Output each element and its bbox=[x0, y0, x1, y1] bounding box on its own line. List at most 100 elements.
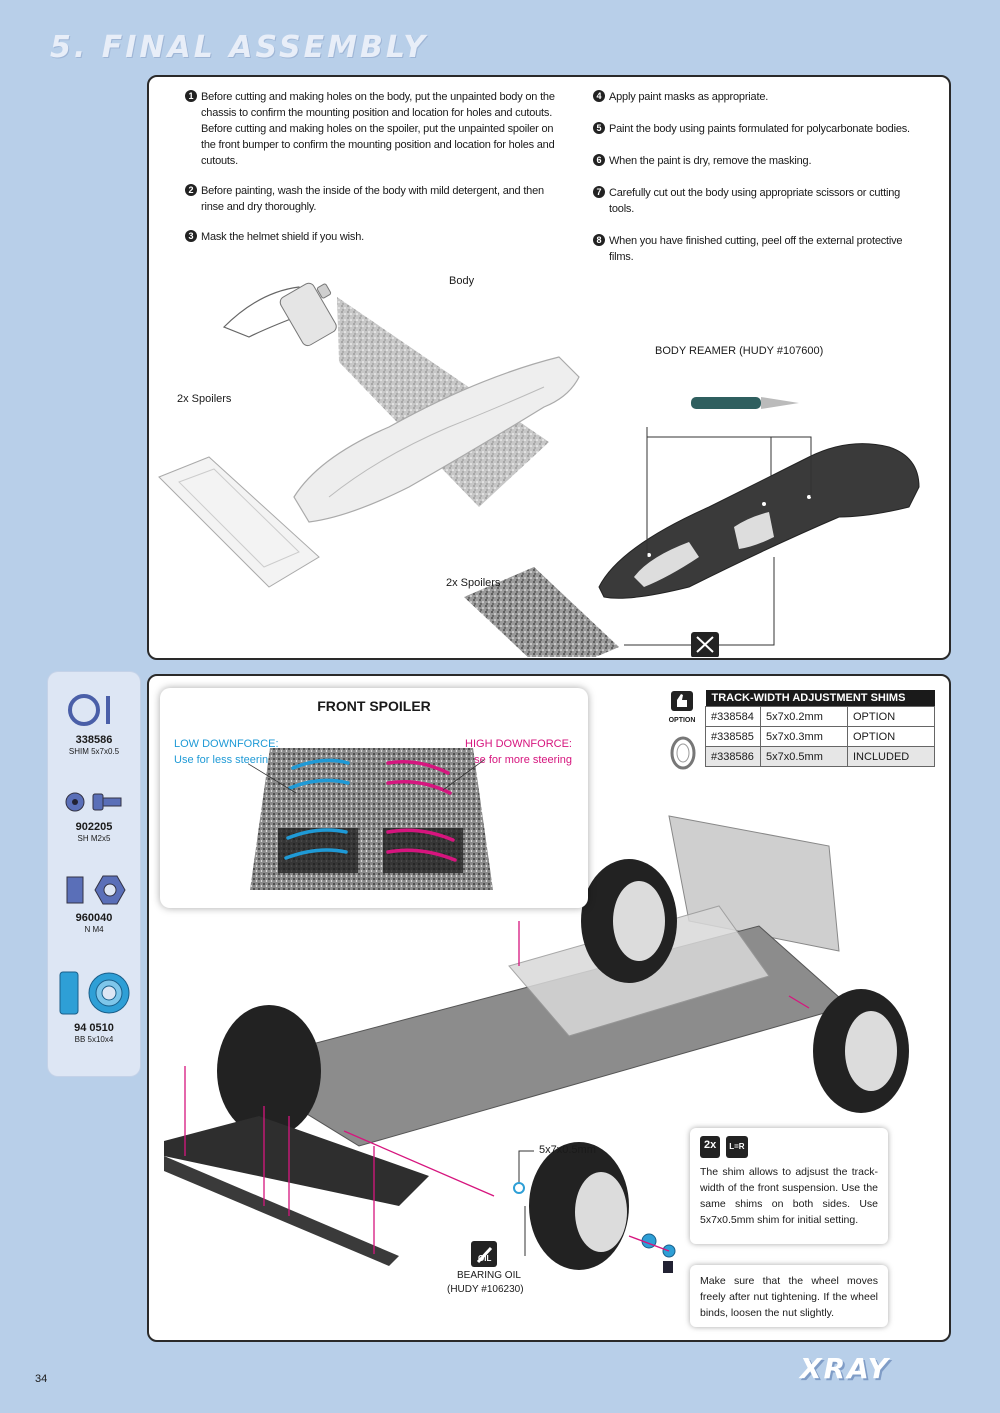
table-cell-status: OPTION bbox=[847, 706, 935, 727]
screw-icon bbox=[65, 792, 122, 812]
shim-part bbox=[513, 1182, 525, 1194]
part-code: 902205 bbox=[75, 821, 113, 833]
body-reamer-label: BODY REAMER (HUDY #107600) bbox=[655, 345, 824, 357]
steps-left-column: 1 Before cutting and making holes on the… bbox=[185, 89, 555, 259]
part-902205: 902205 SH M2x5 bbox=[48, 787, 140, 845]
shim-icon bbox=[68, 694, 110, 726]
clear-body-shell bbox=[293, 356, 580, 523]
parts-sidebar: 338586 SHIM 5x7x0.5 902205 SH M2x5 96004… bbox=[48, 672, 140, 1076]
nut-icon bbox=[66, 875, 126, 905]
high-downforce-desc: Use for more steering bbox=[466, 754, 572, 766]
part-960040: 960040 N M4 bbox=[48, 872, 140, 936]
oil-badge-text: OIL bbox=[478, 1254, 492, 1263]
clear-spoilers-icon bbox=[158, 456, 320, 588]
step-number-badge: 8 bbox=[593, 234, 605, 246]
step-text: When the paint is dry, remove the maskin… bbox=[609, 155, 812, 167]
body-reamer-icon bbox=[691, 397, 799, 409]
step-2: 2 Before painting, wash the inside of th… bbox=[185, 183, 555, 215]
table-cell-status: INCLUDED bbox=[847, 746, 935, 767]
spoilers-label-top: 2x Spoilers bbox=[177, 393, 232, 405]
body-label: Body bbox=[449, 275, 475, 287]
part-338586: 338586 SHIM 5x7x0.5 bbox=[48, 690, 140, 758]
step-number-badge: 2 bbox=[185, 184, 197, 196]
part-code: 338586 bbox=[75, 734, 113, 746]
step-4: 4 Apply paint masks as appropriate. bbox=[593, 89, 923, 105]
step-1: 1 Before cutting and making holes on the… bbox=[185, 89, 555, 169]
spray-can-icon bbox=[222, 282, 337, 347]
step-text: Before painting, wash the inside of the … bbox=[201, 185, 544, 213]
left-equals-right-badge: L=R bbox=[726, 1136, 748, 1158]
table-cell-part: #338586 bbox=[705, 746, 761, 767]
part-desc: BB 5x10x4 bbox=[74, 1035, 114, 1044]
table-cell-size: 5x7x0.2mm bbox=[760, 706, 848, 727]
assembly-arrows bbox=[184, 921, 810, 1254]
shim-note-text: The shim allows to adjsust the track-wid… bbox=[700, 1166, 878, 1226]
front-wing bbox=[164, 1116, 429, 1206]
shim-size-label: 5x7x0.5mm bbox=[539, 1144, 596, 1156]
bearing-oil-label: BEARING OIL bbox=[457, 1270, 521, 1281]
step-text: Paint the body using paints formulated f… bbox=[609, 123, 910, 135]
table-header: TRACK-WIDTH ADJUSTMENT SHIMS bbox=[705, 690, 935, 707]
wheel-note-box: Make sure that the wheel moves freely af… bbox=[690, 1265, 888, 1327]
table-cell-part: #338585 bbox=[705, 726, 761, 747]
part-code: 960040 bbox=[75, 912, 113, 924]
chassis-assembly-illustration bbox=[164, 815, 909, 1273]
step-7: 7 Carefully cut out the body using appro… bbox=[593, 185, 923, 217]
step-text: Before cutting and making holes on the b… bbox=[201, 91, 555, 119]
front-left-tire bbox=[217, 1005, 321, 1137]
thumbs-up-icon bbox=[671, 691, 693, 711]
part-desc: SH M2x5 bbox=[77, 834, 111, 843]
table-row: #338586 5x7x0.5mm INCLUDED bbox=[705, 746, 935, 767]
painted-spoilers-icon bbox=[464, 567, 619, 657]
low-downforce-title: LOW DOWNFORCE: bbox=[174, 738, 279, 750]
option-badge: OPTION bbox=[667, 690, 697, 724]
table-cell-part: #338584 bbox=[705, 706, 761, 727]
shim-note-box: 2x L=R The shim allows to adjsust the tr… bbox=[690, 1128, 888, 1244]
quantity-badge: 2x bbox=[700, 1136, 721, 1158]
bearing-oil-icon bbox=[471, 1241, 497, 1267]
step-6: 6 When the paint is dry, remove the mask… bbox=[593, 153, 923, 169]
table-row: #338585 5x7x0.3mm OPTION bbox=[705, 726, 935, 747]
step-number-badge: 7 bbox=[593, 186, 605, 198]
table-cell-status: OPTION bbox=[847, 726, 935, 747]
step-text: Apply paint masks as appropriate. bbox=[609, 91, 769, 103]
page-title: 5. FINAL ASSEMBLY bbox=[50, 30, 428, 65]
part-desc: SHIM 5x7x0.5 bbox=[68, 747, 120, 756]
painted-body-icon bbox=[598, 443, 920, 599]
table-row: #338584 5x7x0.2mm OPTION bbox=[705, 706, 935, 727]
table-cell-size: 5x7x0.3mm bbox=[760, 726, 848, 747]
spoilers-label-bottom: 2x Spoilers bbox=[446, 577, 501, 589]
body-painting-illustration bbox=[158, 282, 920, 657]
front-spoiler-title: FRONT SPOILER bbox=[317, 698, 431, 714]
part-94-0510: 94 0510 BB 5x10x4 bbox=[48, 968, 140, 1046]
track-width-shims-table: TRACK-WIDTH ADJUSTMENT SHIMS #338584 5x7… bbox=[705, 690, 935, 767]
steps-right-column: 4 Apply paint masks as appropriate. 5 Pa… bbox=[593, 89, 923, 279]
part-code: 94 0510 bbox=[74, 1022, 114, 1034]
ball-bearing-icon bbox=[59, 971, 130, 1015]
step-text: Mask the helmet shield if you wish. bbox=[201, 231, 364, 243]
spoiler-diagram bbox=[248, 748, 493, 890]
bearing-oil-ref: (HUDY #106230) bbox=[447, 1284, 524, 1295]
step-5: 5 Paint the body using paints formulated… bbox=[593, 121, 923, 137]
step-text: When you have finished cutting, peel off… bbox=[609, 235, 903, 263]
low-downforce-desc: Use for less steering bbox=[174, 754, 275, 766]
page-number: 34 bbox=[35, 1373, 48, 1385]
part-desc: N M4 bbox=[84, 925, 104, 934]
step-number-badge: 4 bbox=[593, 90, 605, 102]
step-number-badge: 5 bbox=[593, 122, 605, 134]
step-text: Carefully cut out the body using appropr… bbox=[609, 187, 901, 215]
high-downforce-title: HIGH DOWNFORCE: bbox=[465, 738, 572, 750]
table-cell-size: 5x7x0.5mm bbox=[760, 746, 848, 767]
step-8: 8 When you have finished cutting, peel o… bbox=[593, 233, 923, 265]
step-text: Before cutting and making holes on the s… bbox=[201, 123, 555, 167]
wheel-note-text: Make sure that the wheel moves freely af… bbox=[700, 1275, 878, 1319]
step-number-badge: 1 bbox=[185, 90, 197, 102]
body-preparation-panel: 1 Before cutting and making holes on the… bbox=[147, 75, 951, 660]
shim-stack-icon bbox=[670, 736, 696, 770]
option-badge-text: OPTION bbox=[668, 717, 696, 724]
brand-logo: XRAY bbox=[800, 1352, 890, 1385]
front-spoiler-inset: FRONT SPOILER LOW DOWNFORCE: Use for les… bbox=[160, 688, 588, 908]
scissors-icon bbox=[691, 632, 719, 657]
step-number-badge: 6 bbox=[593, 154, 605, 166]
step-3: 3 Mask the helmet shield if you wish. bbox=[185, 229, 555, 245]
